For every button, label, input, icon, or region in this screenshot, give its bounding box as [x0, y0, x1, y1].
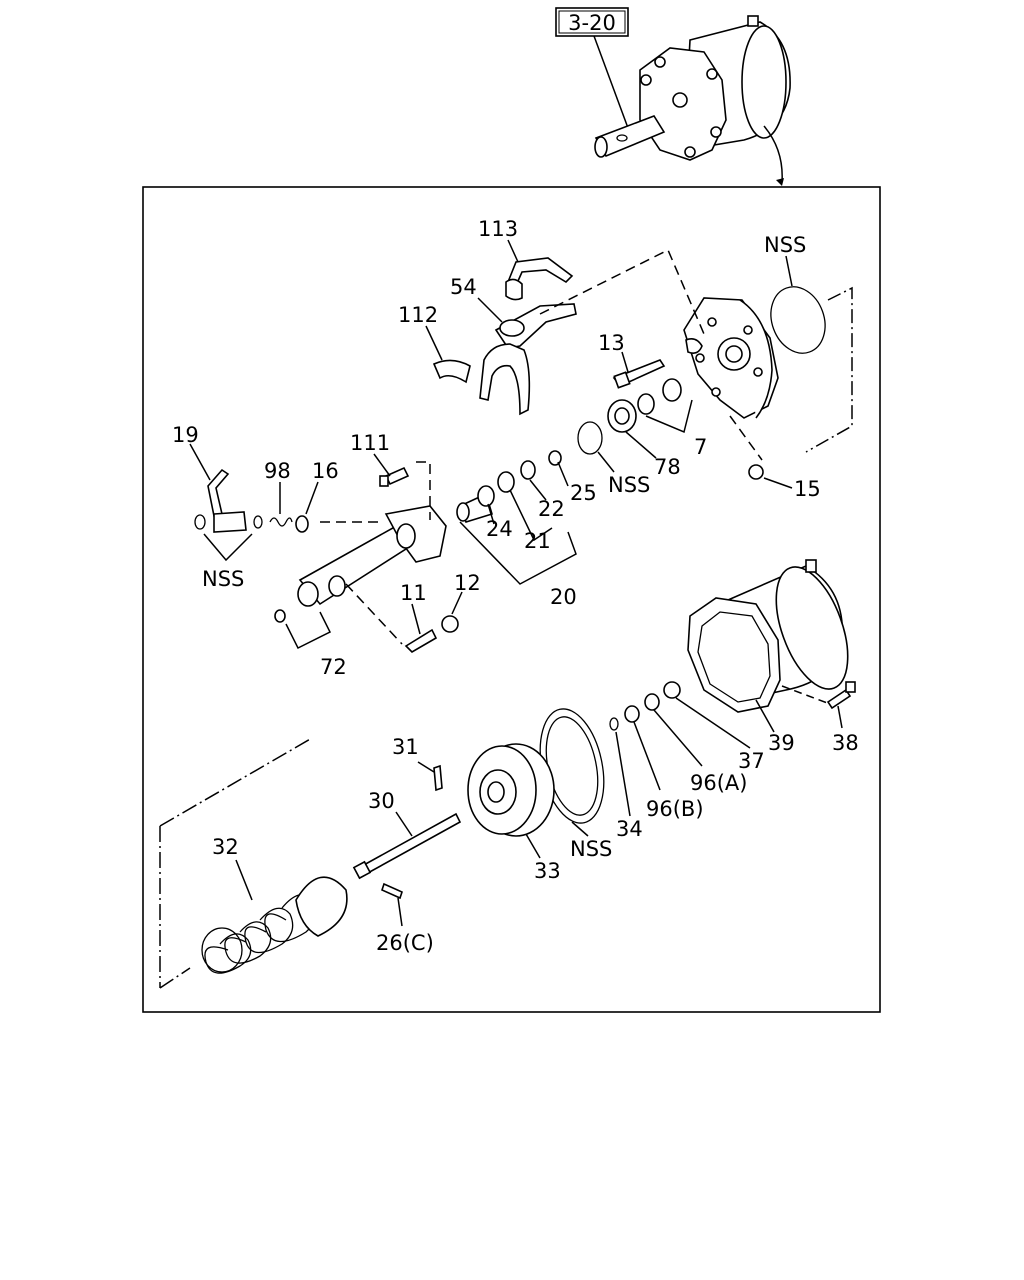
label-7[interactable]: 7 — [694, 435, 707, 459]
label-39[interactable]: 39 — [768, 731, 795, 755]
part-112-clip[interactable] — [432, 359, 471, 384]
label-nss-seal[interactable]: NSS — [570, 837, 612, 861]
label-30[interactable]: 30 — [368, 789, 395, 813]
label-12[interactable]: 12 — [454, 571, 481, 595]
label-nss-left[interactable]: NSS — [202, 567, 244, 591]
part-22-ring[interactable] — [520, 460, 536, 480]
label-112[interactable]: 112 — [398, 303, 438, 327]
label-96b[interactable]: 96(B) — [646, 797, 704, 821]
part-30-push-rod[interactable] — [352, 812, 462, 880]
part-11-bleeder[interactable] — [404, 628, 438, 654]
label-19[interactable]: 19 — [172, 423, 199, 447]
label-21[interactable]: 21 — [524, 529, 551, 553]
label-72[interactable]: 72 — [320, 655, 347, 679]
part-96b-washer[interactable] — [624, 705, 640, 723]
label-22[interactable]: 22 — [538, 497, 565, 521]
part-33-piston-plate[interactable] — [467, 743, 555, 837]
part-19-tube[interactable] — [194, 468, 263, 533]
part-25-pin[interactable] — [548, 450, 562, 466]
label-26c[interactable]: 26(C) — [376, 931, 434, 955]
part-24-piston[interactable] — [456, 485, 495, 523]
label-nss-top[interactable]: NSS — [764, 233, 806, 257]
part-26c-pin[interactable] — [381, 882, 403, 900]
part-37-nut[interactable] — [663, 681, 681, 699]
part-16-seal[interactable] — [295, 515, 309, 533]
overview-assembly-illustration — [594, 15, 791, 186]
part-54-shift-fork[interactable] — [479, 303, 577, 416]
part-21-ring[interactable] — [497, 471, 515, 493]
label-11[interactable]: 11 — [400, 581, 427, 605]
label-33[interactable]: 33 — [534, 859, 561, 883]
part-7-bushings[interactable] — [637, 378, 682, 415]
label-25[interactable]: 25 — [570, 481, 597, 505]
part-nss-large-oring[interactable] — [762, 279, 834, 361]
part-32-spring[interactable] — [201, 876, 348, 974]
part-labels: 113 54 112 NSS 13 7 78 NSS 15 19 98 16 1… — [172, 217, 859, 955]
part-78-seal[interactable] — [607, 399, 637, 433]
label-111[interactable]: 111 — [350, 431, 390, 455]
part-38-bolt[interactable] — [826, 681, 856, 710]
part-13-valve[interactable] — [612, 359, 666, 389]
reference-callout[interactable]: 3-20 — [555, 7, 629, 37]
label-54[interactable]: 54 — [450, 275, 477, 299]
label-38[interactable]: 38 — [832, 731, 859, 755]
part-15-nut[interactable] — [748, 464, 764, 480]
part-39-gasket[interactable] — [687, 597, 781, 713]
housing-flange[interactable] — [683, 297, 779, 419]
part-12-cap[interactable] — [441, 615, 459, 633]
label-nss-oring[interactable]: NSS — [608, 473, 650, 497]
label-20[interactable]: 20 — [550, 585, 577, 609]
label-24[interactable]: 24 — [486, 517, 513, 541]
part-98-spring[interactable] — [269, 517, 293, 527]
label-13[interactable]: 13 — [598, 331, 625, 355]
label-31[interactable]: 31 — [392, 735, 419, 759]
label-96a[interactable]: 96(A) — [690, 771, 747, 795]
label-32[interactable]: 32 — [212, 835, 239, 859]
part-nss-small-oring[interactable] — [577, 421, 603, 455]
label-78[interactable]: 78 — [654, 455, 681, 479]
label-34[interactable]: 34 — [616, 817, 643, 841]
part-96a-washer[interactable] — [644, 693, 660, 711]
part-31-pin[interactable] — [433, 764, 443, 792]
diagram-frame — [142, 186, 881, 1013]
label-16[interactable]: 16 — [312, 459, 339, 483]
reference-label: 3-20 — [568, 11, 616, 35]
label-15[interactable]: 15 — [794, 477, 821, 501]
part-111-bolt[interactable] — [379, 466, 410, 487]
part-113-bracket[interactable] — [505, 257, 574, 301]
label-37[interactable]: 37 — [738, 749, 765, 773]
part-34-snap-ring[interactable] — [609, 717, 619, 731]
label-98[interactable]: 98 — [264, 459, 291, 483]
leader-lines — [159, 239, 853, 989]
label-113[interactable]: 113 — [478, 217, 518, 241]
